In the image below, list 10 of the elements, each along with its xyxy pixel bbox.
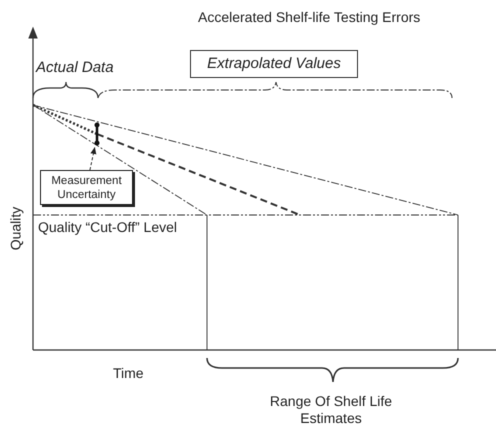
threshold-label: Quality “Cut-Off” Level: [38, 218, 178, 237]
region-label: Actual Data: [36, 58, 114, 78]
chart-title: Accelerated Shelf-life Testing Errors: [198, 8, 420, 27]
callout-box: Measurement Uncertainty: [40, 170, 133, 205]
error-bar: [94, 122, 100, 146]
range-label: Range Of Shelf Life Estimates: [268, 393, 394, 427]
axis-label: Time: [113, 364, 144, 383]
leader-line: [89, 146, 96, 170]
axis-label: Quality: [6, 206, 24, 252]
label-box: Extrapolated Values: [190, 50, 358, 78]
